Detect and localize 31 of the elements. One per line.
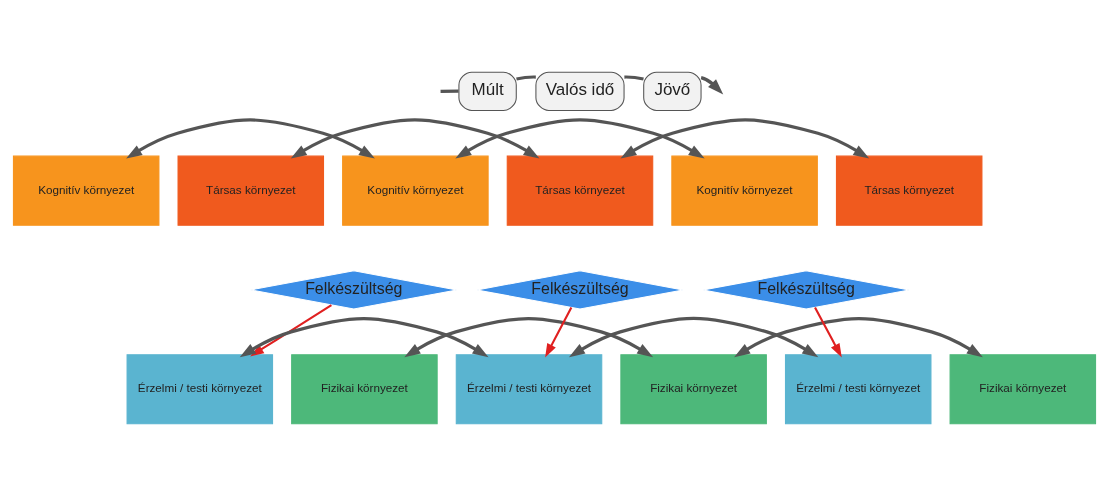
node-diamond: Felkészültség xyxy=(702,270,910,310)
node-box: Kognitív környezet xyxy=(12,155,160,226)
arrow xyxy=(455,118,705,159)
node-box: Kognitív környezet xyxy=(342,155,489,226)
connector xyxy=(516,75,536,81)
arrow xyxy=(814,307,842,358)
arrow xyxy=(126,118,375,159)
node-box: Fizikai környezet xyxy=(620,354,767,425)
node-diamond: Felkészültség xyxy=(476,270,684,310)
connector xyxy=(624,75,644,81)
node-box: Érzelmi / testi környezet xyxy=(455,354,603,425)
node-box: Társas környezet xyxy=(177,155,325,226)
connector xyxy=(440,89,459,93)
arrow xyxy=(404,317,654,358)
node-box: Múlt xyxy=(458,71,517,111)
node-box: Fizikai környezet xyxy=(291,354,438,425)
arrow xyxy=(568,316,819,358)
arrow xyxy=(620,118,870,159)
node-box: Társas környezet xyxy=(506,155,654,226)
node-box: Érzelmi / testi környezet xyxy=(126,354,274,425)
node-box: Valós idő xyxy=(535,71,625,111)
arrow xyxy=(700,76,724,95)
arrow xyxy=(734,317,983,358)
node-box: Érzelmi / testi környezet xyxy=(784,354,932,425)
node-box: Kognitív környezet xyxy=(671,155,818,226)
node-box: Fizikai környezet xyxy=(949,354,1097,425)
arrow xyxy=(290,118,540,159)
node-box: Társas környezet xyxy=(835,155,983,226)
node-box: Jövő xyxy=(643,71,702,111)
node-diamond: Felkészültség xyxy=(250,270,458,310)
arrow xyxy=(545,307,573,358)
